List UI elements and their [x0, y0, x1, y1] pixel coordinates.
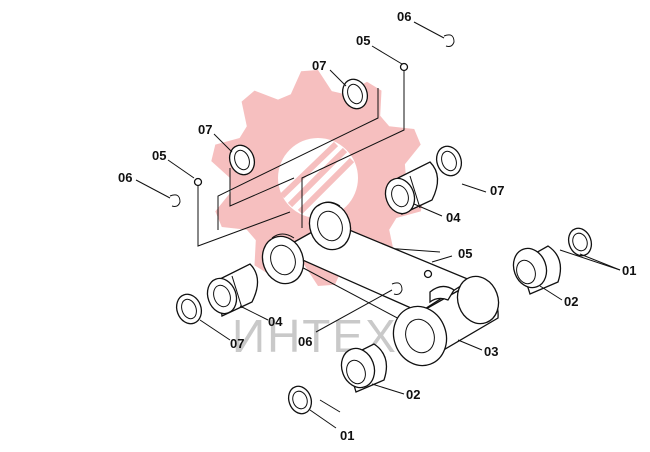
part-07-ring-right: [435, 145, 463, 177]
label-07-left: 07: [198, 122, 212, 137]
part-04-bushing-upper: [384, 161, 439, 215]
label-03: 03: [484, 344, 498, 359]
part-04-bushing-lower: [206, 263, 259, 317]
label-07-top: 07: [312, 58, 326, 73]
label-04-upper: 04: [446, 210, 461, 225]
label-02-left: 02: [406, 387, 420, 402]
label-07-bottom: 07: [230, 336, 244, 351]
part-01-washer-right: [567, 227, 593, 257]
part-03-pin-housing: [392, 275, 500, 367]
label-05-center: 05: [458, 246, 472, 261]
label-01-left: 01: [340, 428, 354, 443]
linkage-arm: [261, 201, 472, 313]
routing-lines: [197, 70, 405, 247]
part-05-grease-nipples: [193, 62, 433, 279]
watermark-gear-icon: [211, 70, 425, 286]
label-06-bottom: 06: [298, 334, 312, 349]
label-02-right: 02: [564, 294, 578, 309]
leader-lines: [135, 21, 621, 429]
part-06-clips: [169, 34, 455, 295]
label-04-lower: 04: [268, 314, 283, 329]
label-05-top: 05: [356, 33, 370, 48]
label-06-left: 06: [118, 170, 132, 185]
part-07-ring-bottom: [175, 293, 203, 325]
part-02-flange-bushing-right: [512, 245, 562, 295]
label-01-right: 01: [622, 263, 636, 278]
label-06-top: 06: [397, 9, 411, 24]
part-02-flange-bushing-left: [340, 343, 388, 393]
part-07-ring-left: [228, 144, 256, 176]
label-05-left: 05: [152, 148, 166, 163]
label-07-right: 07: [490, 183, 504, 198]
part-01-washer-left: [287, 385, 313, 415]
part-07-ring-top: [341, 78, 369, 110]
part-labels: 06 05 07 07 05 06 07 04 05 01 02 04 07 0…: [118, 9, 636, 443]
